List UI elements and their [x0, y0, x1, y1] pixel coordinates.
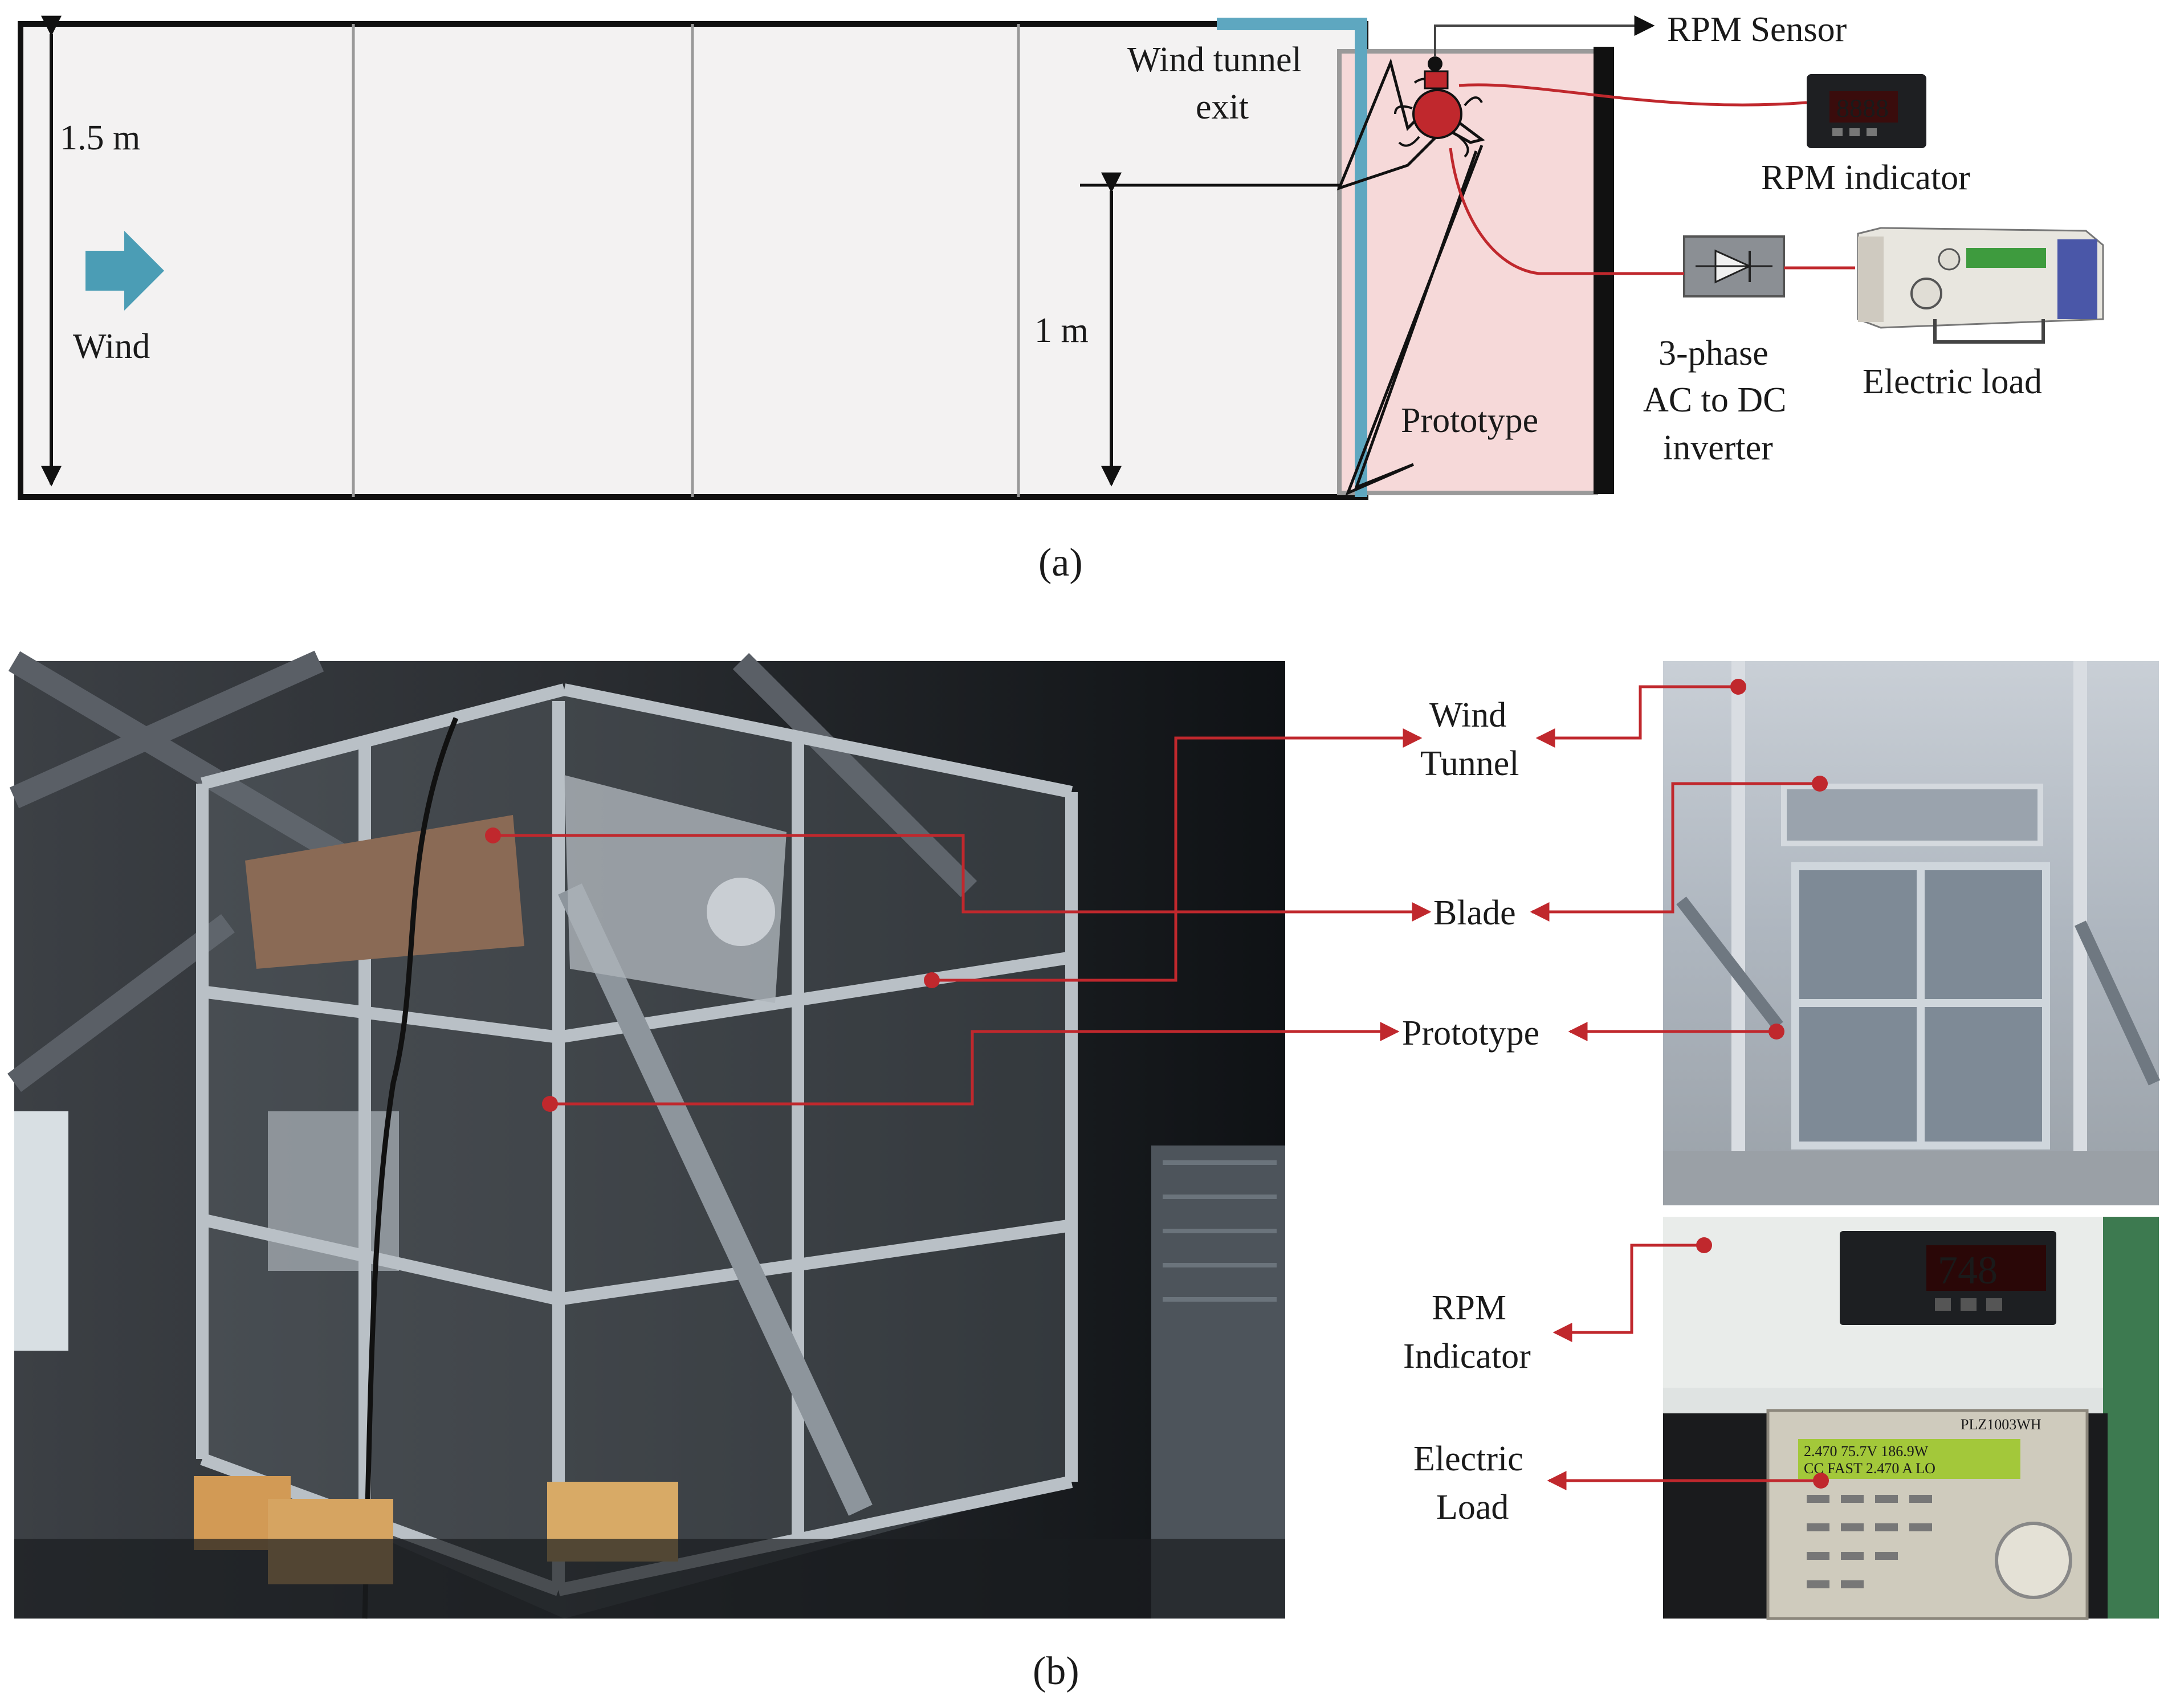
caption-a: (a) [1038, 541, 1083, 585]
rpm-indicator-label: RPM indicator [1761, 158, 1970, 197]
main-photo [7, 650, 1285, 1619]
callouts-main [493, 728, 1432, 1106]
electric-load-device-icon [1857, 227, 2104, 344]
height-label: 1.5 m [60, 119, 140, 157]
electric-load-label-line1: Electric [1413, 1440, 1523, 1478]
side-prototype-dot [1768, 1024, 1784, 1040]
electric-load-label: Electric load [1863, 362, 2042, 401]
panel-b-photos: 748 PLZ1003WH 2.470 75.7V 186.9W CC FAST… [7, 650, 2160, 1693]
blade-label: Blade [1433, 894, 1516, 932]
guide-plate [1345, 145, 1484, 496]
wind-tunnel-dot [924, 972, 940, 988]
tunnel-exit-frame [1217, 18, 1367, 497]
rpm-sensor-label: RPM Sensor [1667, 10, 1847, 49]
svg-text:8888: 8888 [1836, 93, 1889, 123]
prototype-photo-label: Prototype [1402, 1014, 1539, 1053]
side-photo-bottom: 748 PLZ1003WH 2.470 75.7V 186.9W CC FAST… [1663, 1217, 2159, 1620]
wall [1594, 47, 1614, 494]
rpm-sensor-dot [1428, 56, 1442, 71]
inverter-line3: inverter [1663, 429, 1773, 467]
rpm-indicator-label-line1: RPM [1432, 1289, 1506, 1327]
exit-label-line1: Wind tunnel [1127, 40, 1302, 79]
rpm-reading: 748 [1938, 1249, 1998, 1293]
rpm-indicator-label-line2: Indicator [1403, 1337, 1531, 1376]
inverter-line1: 3-phase [1658, 334, 1768, 373]
rpm-sensor-line [1434, 15, 1655, 57]
wind-tunnel-label-line2: Tunnel [1420, 744, 1519, 783]
prototype-dot [542, 1096, 558, 1112]
wind-label: Wind [73, 327, 150, 366]
inverter-line2: AC to DC [1643, 381, 1786, 419]
load-display-line1: 2.470 75.7V 186.9W [1804, 1443, 1929, 1460]
electric-load-label-line2: Load [1436, 1488, 1509, 1527]
inverter-wire [1449, 148, 1684, 275]
wind-arrow-icon [85, 231, 164, 311]
rotor-icon [1394, 70, 1483, 158]
wind-tunnel-label-line1: Wind [1429, 696, 1506, 735]
side-load-dot [1813, 1473, 1829, 1489]
prototype-label: Prototype [1401, 401, 1538, 440]
side-photo-top [1663, 661, 2160, 1205]
rpm-indicator-device-icon: 8888 [1807, 74, 1926, 148]
caption-b: (b) [1033, 1649, 1079, 1693]
load-display-line2: CC FAST 2.470 A LO [1804, 1460, 1935, 1477]
one-m-label: 1 m [1034, 311, 1089, 350]
side-wind-tunnel-dot [1730, 679, 1746, 695]
callouts-side [1530, 685, 1821, 1490]
side-blade-dot [1812, 776, 1828, 792]
exit-label-line2: exit [1196, 88, 1249, 127]
deflector [1336, 58, 1485, 191]
load-model: PLZ1003WH [1961, 1416, 2041, 1433]
side-rpm-dot [1696, 1237, 1712, 1253]
rpm-wire [1458, 83, 1807, 107]
blade-dot [485, 827, 501, 843]
panel-a-schematic: 1.5 m Wind Wind tunnel exit 1 m Prototyp… [18, 10, 2104, 585]
inverter-icon [1683, 235, 1785, 297]
